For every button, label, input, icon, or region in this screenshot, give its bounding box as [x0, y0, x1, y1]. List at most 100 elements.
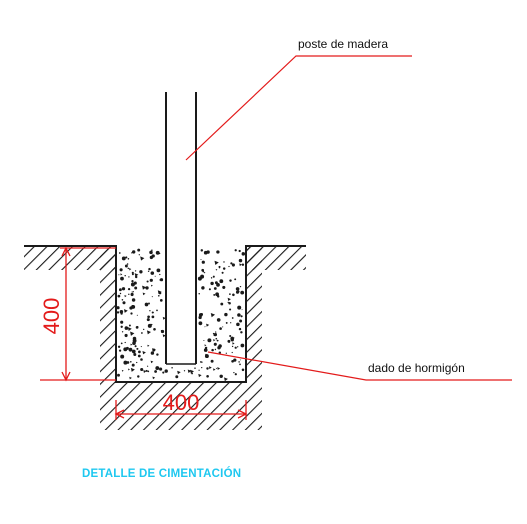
aggregate-speck [216, 282, 219, 284]
aggregate-speck [119, 268, 123, 272]
aggregate-speck [131, 349, 136, 354]
aggregate-speck [120, 320, 124, 324]
aggregate-speck [117, 294, 121, 298]
aggregate-speck [219, 374, 223, 379]
aggregate-speck [150, 284, 153, 287]
aggregate-speck [140, 367, 144, 372]
aggregate-speck [230, 262, 233, 265]
aggregate-speck [201, 361, 204, 364]
aggregate-speck [238, 361, 240, 363]
aggregate-speck [147, 323, 152, 328]
aggregate-speck [157, 290, 162, 295]
aggregate-speck [134, 270, 137, 272]
aggregate-speck [215, 331, 217, 334]
aggregate-speck [121, 369, 124, 372]
aggregate-speck [239, 285, 242, 288]
aggregate-speck [144, 302, 149, 307]
aggregate-speck [159, 278, 164, 282]
aggregate-speck [128, 368, 130, 371]
concrete-leader-line [207, 351, 512, 381]
aggregate-speck [239, 319, 243, 323]
aggregate-speck [132, 291, 134, 293]
aggregate-speck [241, 309, 243, 311]
aggregate-speck [228, 301, 231, 305]
aggregate-speck [125, 256, 128, 259]
aggregate-speck [156, 268, 161, 273]
aggregate-speck [136, 347, 139, 350]
aggregate-speck [213, 342, 217, 346]
aggregate-speck [239, 263, 242, 267]
aggregate-speck [208, 366, 212, 370]
aggregate-speck [153, 327, 156, 331]
aggregate-speck [207, 338, 212, 343]
aggregate-speck [123, 360, 128, 365]
aggregate-speck [238, 258, 243, 263]
aggregate-speck [131, 363, 135, 367]
aggregate-speck [213, 293, 216, 296]
aggregate-speck [235, 290, 240, 294]
aggregate-speck [159, 279, 161, 281]
aggregate-speck [241, 252, 246, 256]
aggregate-speck [231, 317, 234, 319]
aggregate-speck [215, 367, 218, 370]
aggregate-speck [225, 321, 228, 324]
aggregate-speck [130, 282, 135, 287]
aggregate-speck [202, 270, 205, 273]
aggregate-speck [147, 370, 150, 373]
aggregate-speck [128, 324, 131, 327]
aggregate-speck [138, 254, 140, 256]
aggregate-speck [136, 361, 138, 364]
aggregate-speck [124, 274, 126, 277]
aggregate-speck [118, 349, 122, 352]
aggregate-speck [237, 305, 242, 310]
aggregate-speck [237, 346, 239, 348]
aggregate-speck [214, 260, 219, 265]
aggregate-speck [126, 263, 129, 265]
aggregate-speck [221, 271, 224, 274]
aggregate-speck [231, 263, 235, 267]
aggregate-speck [234, 346, 237, 349]
aggregate-speck [120, 276, 124, 281]
aggregate-speck [227, 339, 231, 343]
aggregate-speck [131, 280, 134, 283]
aggregate-speck [128, 268, 132, 271]
aggregate-speck [151, 254, 155, 258]
aggregate-speck [151, 311, 154, 314]
aggregate-speck [229, 293, 231, 295]
aggregate-speck [146, 330, 151, 335]
aggregate-speck [131, 305, 134, 308]
aggregate-speck [118, 274, 120, 276]
aggregate-speck [239, 363, 241, 366]
aggregate-speck [124, 326, 129, 330]
aggregate-speck [231, 345, 234, 348]
aggregate-speck [131, 291, 133, 293]
aggregate-speck [210, 281, 214, 286]
aggregate-speck [241, 368, 245, 372]
aggregate-speck [148, 267, 151, 271]
height-arrow-top [61, 246, 71, 257]
aggregate-speck [116, 306, 120, 310]
aggregate-speck [218, 347, 221, 350]
aggregate-speck [240, 290, 245, 295]
soil-hatch-bottom [100, 382, 262, 430]
aggregate-speck [152, 376, 156, 380]
aggregate-speck [150, 271, 155, 275]
aggregate-speck [157, 294, 160, 297]
aggregate-speck [159, 367, 163, 371]
aggregate-speck [208, 288, 211, 291]
aggregate-speck [123, 309, 128, 313]
aggregate-speck [198, 293, 200, 295]
aggregate-speck [206, 367, 209, 370]
aggregate-speck [134, 286, 138, 290]
post-leader-line [185, 55, 412, 161]
aggregate-speck [136, 314, 138, 316]
aggregate-speck [155, 366, 160, 371]
aggregate-speck [137, 375, 140, 378]
aggregate-speck [206, 250, 210, 254]
aggregate-speck [218, 351, 222, 354]
aggregate-speck [183, 370, 186, 372]
aggregate-speck [225, 352, 227, 354]
aggregate-speck [121, 287, 126, 291]
aggregate-speck [241, 263, 245, 266]
